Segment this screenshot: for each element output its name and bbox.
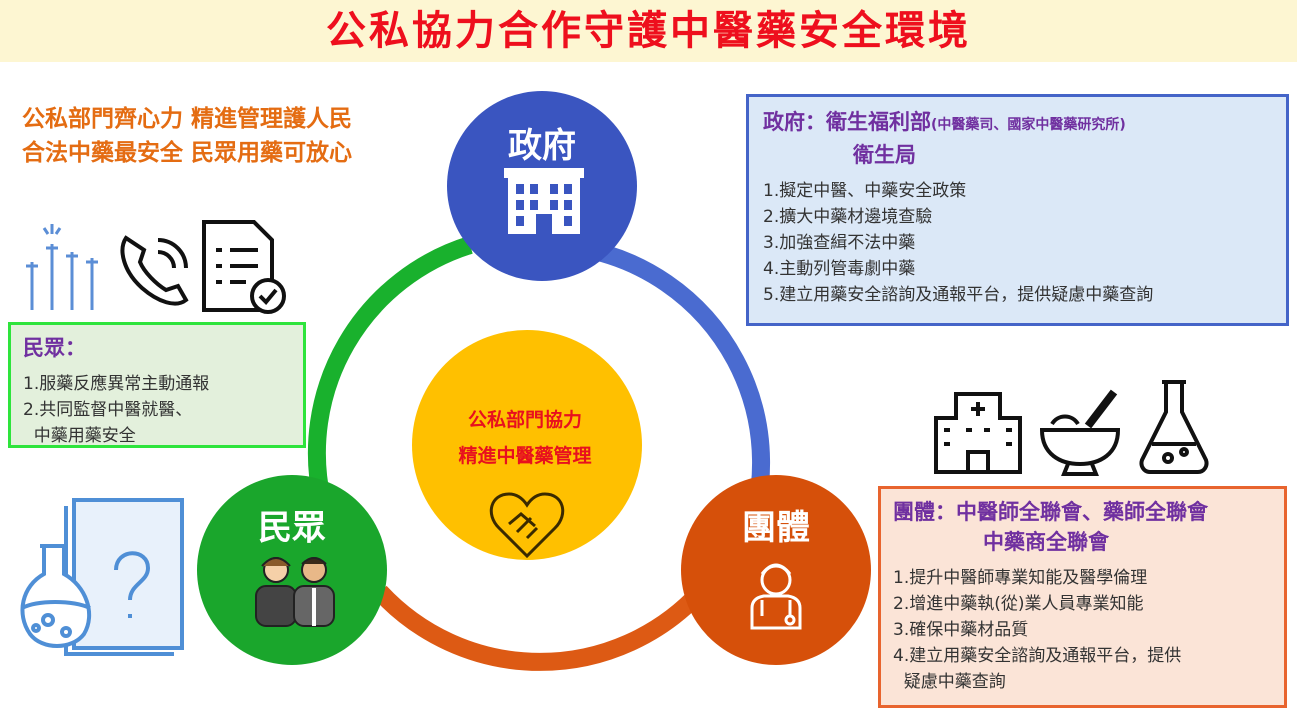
hands-raised-icon xyxy=(26,224,98,310)
groups-box-subtitle: 中藥商全聯會 xyxy=(983,530,1109,554)
ring-arc-green xyxy=(307,236,473,502)
phone-icon xyxy=(120,235,189,306)
title-banner: 公私協力合作守護中醫藥安全環境 xyxy=(0,0,1297,62)
center-circle xyxy=(412,330,642,560)
public-label: 民眾 xyxy=(258,508,326,548)
government-box-list: 1.擬定中醫、中藥安全政策 2.擴大中藥材邊境查驗 3.加強查緝不法中藥 4.主… xyxy=(763,178,1272,308)
list-item: 1.擬定中醫、中藥安全政策 xyxy=(763,181,967,201)
slogan-line-2: 合法中藥最安全 民眾用藥可放心 xyxy=(22,140,353,166)
groups-label: 團體 xyxy=(742,508,810,548)
public-node xyxy=(197,475,387,665)
government-label: 政府 xyxy=(508,126,576,166)
list-item: 3.確保中藥材品質 xyxy=(893,620,1029,640)
groups-box: 團體：中醫師全聯會、藥師全聯會 中藥商全聯會 1.提升中醫師專業知能及醫學倫理 … xyxy=(878,486,1287,708)
center-text: 公私部門協力 精進中醫藥管理 xyxy=(420,402,630,474)
public-box-title: 民眾： xyxy=(23,336,86,360)
mortar-pestle-icon xyxy=(1039,389,1121,476)
list-item: 1.服藥反應異常主動通報 xyxy=(23,374,210,394)
page-title: 公私協力合作守護中醫藥安全環境 xyxy=(326,8,971,54)
hospital-icon xyxy=(934,392,1022,474)
ring-arc-orange xyxy=(373,585,707,671)
slogan-line-1: 公私部門齊心力 精進管理護人民 xyxy=(22,106,353,132)
flask-icon xyxy=(1139,380,1209,474)
list-item: 中藥用藥安全 xyxy=(23,426,136,446)
list-item: 3.加強查緝不法中藥 xyxy=(763,233,916,253)
list-item: 5.建立用藥安全諮詢及通報平台，提供疑慮中藥查詢 xyxy=(763,285,1154,305)
groups-box-title: 團體：中醫師全聯會、藥師全聯會 xyxy=(893,500,1208,524)
government-box-title-small: (中醫藥司、國家中醫藥研究所) xyxy=(931,117,1126,133)
center-line-1: 公私部門協力 xyxy=(467,409,582,431)
center-line-2: 精進中醫藥管理 xyxy=(458,445,592,467)
government-box-subtitle: 衛生局 xyxy=(853,143,916,167)
list-item: 1.提升中醫師專業知能及醫學倫理 xyxy=(893,568,1148,588)
public-box: 民眾： 1.服藥反應異常主動通報 2.共同監督中醫就醫、 中藥用藥安全 xyxy=(8,322,306,448)
people-icon xyxy=(255,557,335,627)
building-icon xyxy=(504,168,584,234)
list-item: 2.擴大中藥材邊境查驗 xyxy=(763,207,933,227)
slogan: 公私部門齊心力 精進管理護人民 合法中藥最安全 民眾用藥可放心 xyxy=(22,102,352,170)
government-box: 政府：衛生福利部(中醫藥司、國家中醫藥研究所) 衛生局 1.擬定中醫、中藥安全政… xyxy=(746,94,1289,326)
list-item: 疑慮中藥查詢 xyxy=(893,672,1006,692)
doctor-icon xyxy=(750,563,802,630)
checked-document-icon xyxy=(202,220,286,314)
list-item: 2.增進中藥執(從)業人員專業知能 xyxy=(893,594,1144,614)
list-item: 4.建立用藥安全諮詢及通報平台，提供 xyxy=(893,646,1182,666)
handshake-heart-icon xyxy=(489,492,565,559)
list-item: 2.共同監督中醫就醫、 xyxy=(23,400,193,420)
groups-node xyxy=(681,475,871,665)
list-item: 4.主動列管毒劇中藥 xyxy=(763,259,916,279)
public-box-list: 1.服藥反應異常主動通報 2.共同監督中醫就醫、 中藥用藥安全 xyxy=(23,371,291,449)
government-box-title: 政府：衛生福利部(中醫藥司、國家中醫藥研究所) xyxy=(763,107,1272,140)
government-box-title-main: 政府：衛生福利部 xyxy=(763,110,931,134)
book-flask-question-icon xyxy=(20,498,184,656)
groups-box-list: 1.提升中醫師專業知能及醫學倫理 2.增進中藥執(從)業人員專業知能 3.確保中… xyxy=(893,565,1272,695)
